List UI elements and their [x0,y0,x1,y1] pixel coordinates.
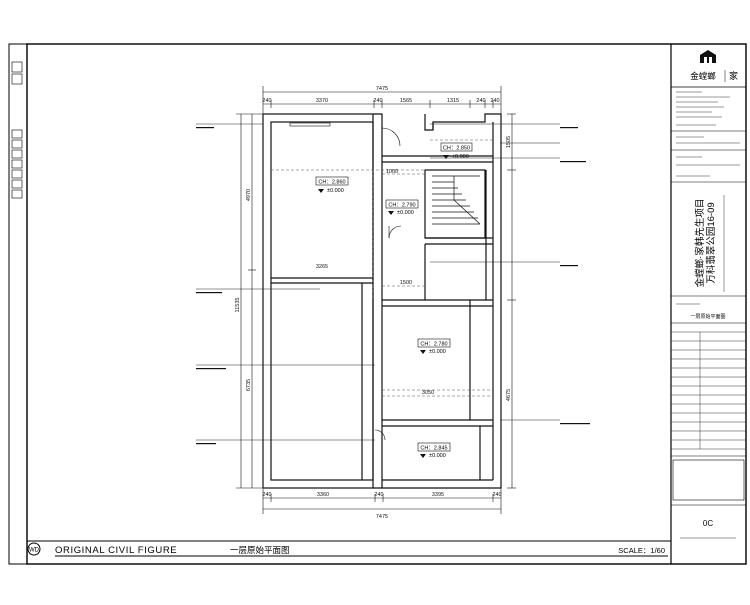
dim-top-3: 240 [373,98,382,104]
dim-bottom-2: 3360 [317,492,329,498]
title-block: 金螳螂 家 金螳螂·家韩先生项目 万科翡翠公园16-09 [670,44,746,564]
room-tag: CH：2.780 ±0.000 [417,338,451,355]
dim-right-top: 1505 [506,136,512,148]
footer-title-cn: 一层原始平面图 [230,545,290,555]
logo-icon [700,50,716,63]
svg-text:±0.000: ±0.000 [429,349,446,355]
dim-top-4: 1565 [400,98,412,104]
dim-bottom-3: 240 [374,492,383,498]
inner-label-2: 1000 [386,169,398,175]
dim-top-2: 3370 [316,98,328,104]
svg-text:CH：2.790: CH：2.790 [388,203,415,209]
outer-border [8,43,747,565]
svg-text:CH：2.860: CH：2.860 [318,180,345,186]
room-tag: CH：2.860 ±0.000 [315,176,349,194]
svg-text:±0.000: ±0.000 [452,154,469,160]
wd-badge-text: WD [29,548,40,554]
leader-annotations [196,123,590,445]
inner-label-4: 1500 [400,280,412,286]
left-margin-boxes [11,61,23,199]
dim-bottom-5: 240 [492,492,501,498]
project-line-2: 万科翡翠公园16-09 [705,202,717,283]
dim-right-middle: 4675 [506,389,512,401]
dim-bottom-1: 240 [262,492,271,498]
dim-top-6: 240 [476,98,485,104]
svg-text:±0.000: ±0.000 [327,188,344,194]
dimension-labels: 7475 240 3370 240 1565 1315 240 240 240 … [235,86,512,520]
svg-text:CH：2.780: CH：2.780 [420,342,447,348]
footer-title-en: ORIGINAL CIVIL FIGURE [55,545,177,556]
dim-bottom-total: 7475 [376,514,388,520]
wd-badge [27,542,41,556]
project-line-1: 金螳螂·家韩先生项目 [694,199,706,288]
dim-top-total: 7475 [376,86,388,92]
room-tag: CH：2.845 ±0.000 [417,442,451,459]
logo-text: 金螳螂 [690,71,716,81]
drawing-name: 一层原始平面图 [690,313,725,320]
svg-text:CH：2.845: CH：2.845 [420,446,447,452]
inner-label-1: 3265 [316,264,328,270]
footer-scale: SCALE：1/60 [618,546,665,555]
svg-text:±0.000: ±0.000 [429,453,446,459]
svg-text:±0.000: ±0.000 [397,210,414,216]
svg-text:CH：2.850: CH：2.850 [443,146,470,152]
drawing-frame [26,43,747,565]
room-tag: CH：2.790 ±0.000 [385,199,419,216]
floor-plan [236,86,516,514]
dim-bottom-4: 3395 [432,492,444,498]
dim-left-upper: 4970 [246,189,252,201]
inner-label-3: 3050 [422,390,434,396]
dim-left-lower: 6735 [246,379,252,391]
logo-suffix: 家 [729,70,738,81]
room-tags: CH：2.860 ±0.000 CH：2.850 ±0.000 CH：2.790… [315,142,473,459]
dim-top-7: 240 [490,98,499,104]
room-tag: CH：2.850 ±0.000 [440,142,473,160]
dim-top-5: 1315 [447,98,459,104]
dim-top-1: 240 [262,98,271,104]
sheet-number: 0C [703,519,713,528]
dim-left-total: 11535 [235,298,241,313]
